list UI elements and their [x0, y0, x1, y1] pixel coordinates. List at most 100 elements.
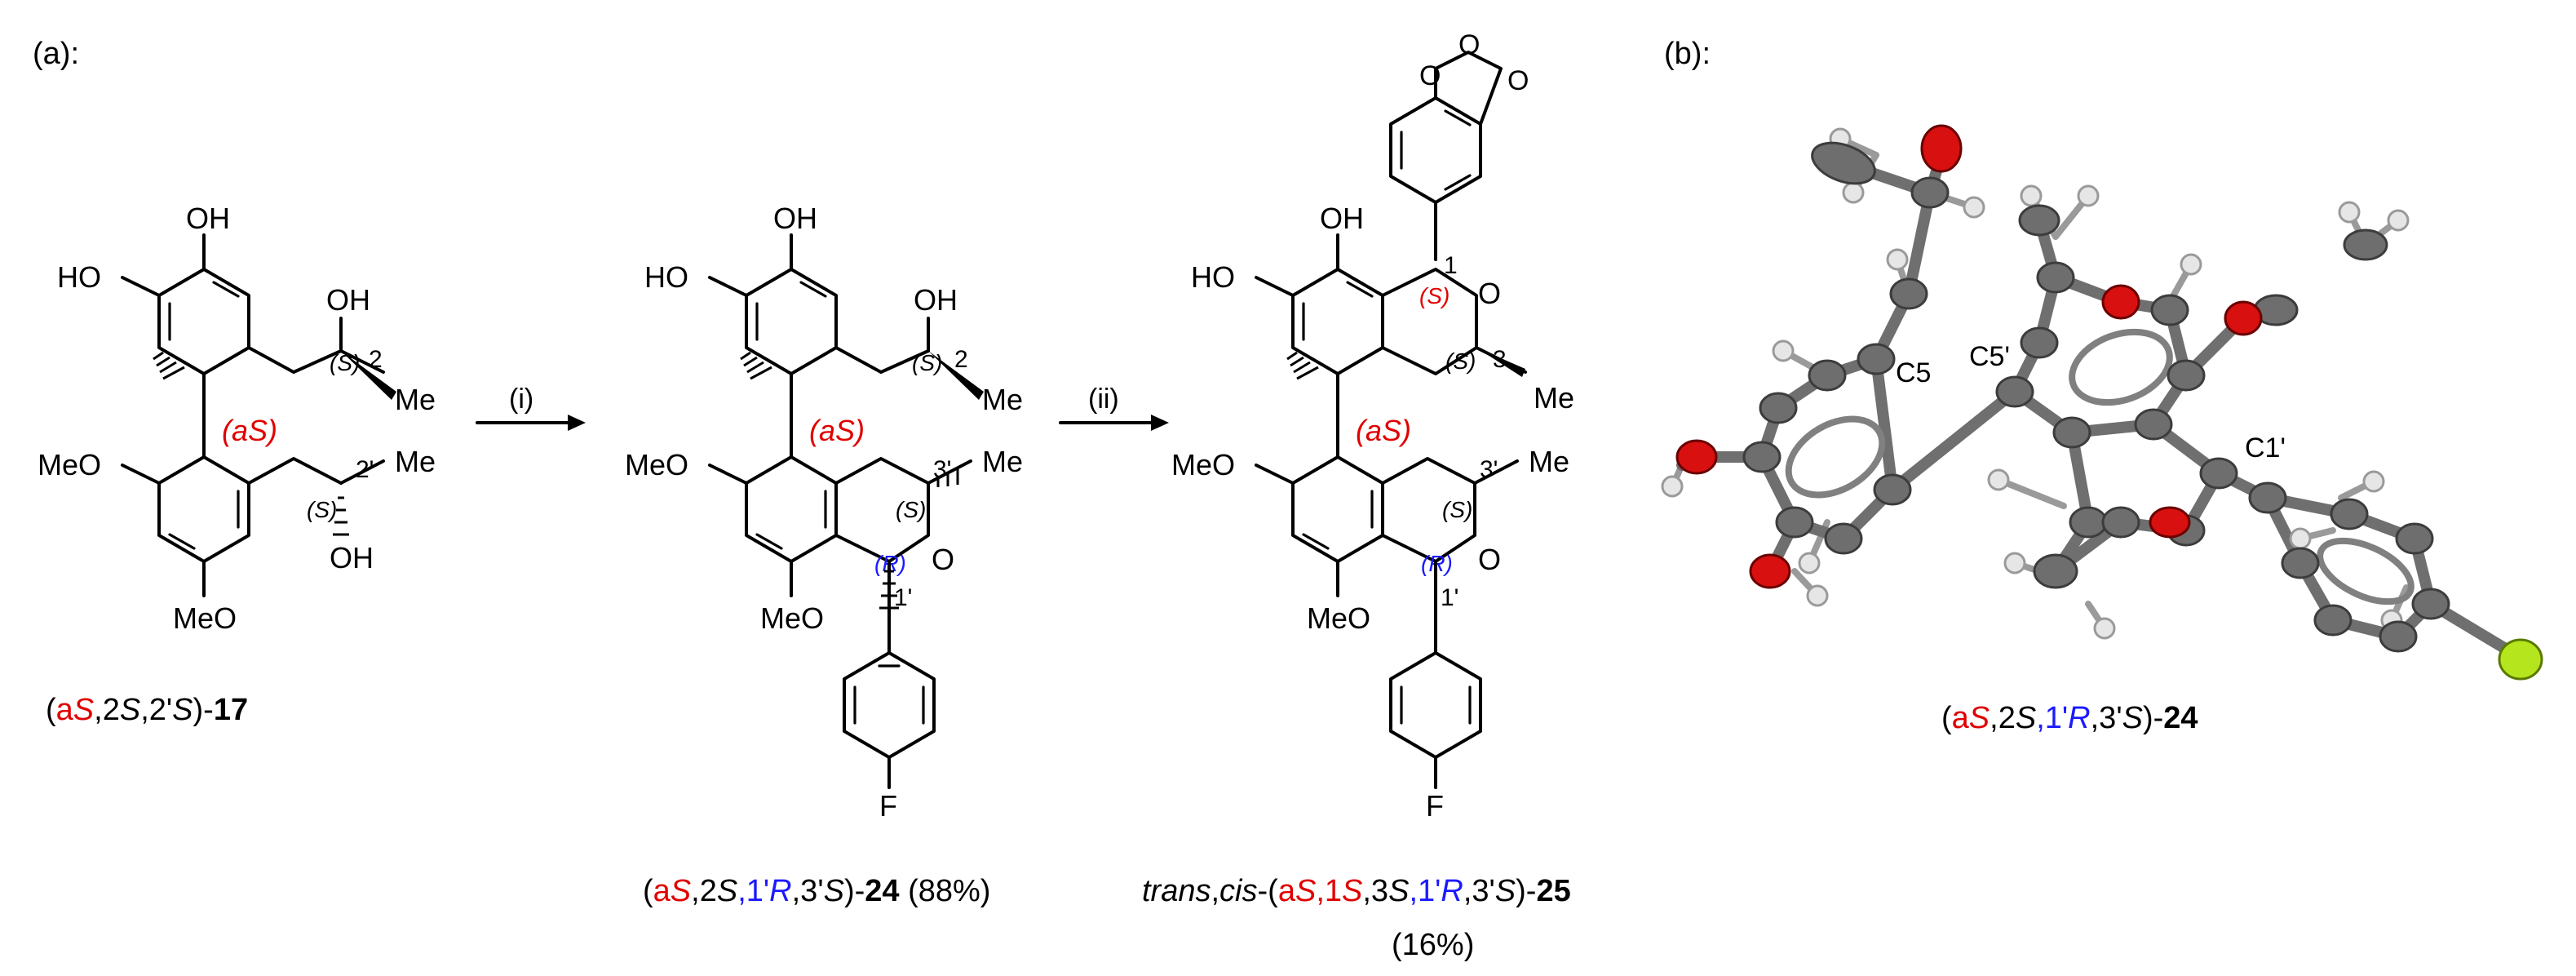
atom-meo: MeO	[760, 601, 824, 635]
label-part: ,2	[94, 693, 120, 727]
label-part: ,1'	[1409, 874, 1441, 908]
atom-meo: MeO	[1307, 601, 1370, 635]
label-part: S	[2122, 701, 2143, 735]
label-part: ,1'	[737, 874, 769, 908]
compound-24-structure: OH HO OH Me (S) 2 (aS) MeO MeO Me O (S) …	[625, 202, 1023, 823]
label-part: )-	[2143, 701, 2163, 735]
label-part: S	[1969, 701, 1990, 735]
stereo-s-label: (S)	[1442, 497, 1472, 522]
atom-me: Me	[395, 383, 436, 416]
label-part: ,2'	[140, 693, 172, 727]
label-part: S	[824, 874, 844, 908]
label-part: cis	[1219, 874, 1257, 908]
label-part: S	[73, 693, 94, 727]
atom-meo: MeO	[1171, 448, 1235, 481]
locant-1-prime: 1'	[1441, 584, 1458, 611]
atom-ho: HO	[644, 260, 688, 294]
compound-17-structure: OH HO OH Me (S) 2 (aS) MeO MeO Me OH (S)…	[38, 202, 436, 635]
atom-label-c5-prime: C5'	[1969, 341, 2010, 372]
atom-meo: MeO	[625, 448, 688, 481]
label-part: a	[56, 693, 74, 727]
label-part: -(	[1258, 874, 1279, 908]
atom-oh: OH	[1320, 202, 1364, 235]
stereo-s-label: (S)	[896, 497, 926, 522]
label-part: S	[717, 874, 737, 908]
crystal-structure-ortep	[1661, 124, 2543, 681]
locant-2: 2	[954, 346, 968, 373]
label-part: R	[769, 874, 791, 908]
locant-2-prime: 2'	[356, 456, 374, 483]
atom-label-c5: C5	[1896, 357, 1931, 388]
atom-o: O	[1458, 29, 1480, 60]
label-part: trans	[1142, 874, 1211, 908]
atom-meo: MeO	[38, 448, 101, 481]
label-part: (88%)	[900, 874, 991, 908]
atom-oh: OH	[326, 283, 370, 317]
label-part: S	[2016, 701, 2036, 735]
label-part: (	[643, 874, 653, 908]
locant-3: 3	[1493, 346, 1507, 373]
stereo-s-label: (S)	[307, 497, 337, 522]
locant-3-prime: 3'	[1480, 456, 1498, 483]
atom-oh: OH	[186, 202, 230, 235]
label-part: ,3'	[1463, 874, 1495, 908]
atom-o: O	[1478, 543, 1501, 576]
label-part: R	[2068, 701, 2090, 735]
atom-meo: MeO	[173, 601, 237, 635]
label-part: ,3'	[2091, 701, 2122, 735]
atom-me: Me	[1529, 445, 1569, 478]
label-part: ,2	[691, 874, 717, 908]
label-part: ,3'	[792, 874, 824, 908]
label-part: a	[653, 874, 671, 908]
label-part: R	[1441, 874, 1463, 908]
stereo-s-label: (S)	[330, 350, 360, 375]
label-part: )-	[1516, 874, 1536, 908]
label-part: S	[1342, 874, 1362, 908]
atom-ho: HO	[57, 260, 101, 294]
reagent-step-1: (i)	[509, 384, 533, 415]
axial-chirality-label: (aS)	[809, 414, 865, 447]
axial-chirality-label: (aS)	[1356, 414, 1411, 447]
stereo-s-label: (S)	[912, 350, 942, 375]
label-part: )-	[193, 693, 214, 727]
label-part: )-	[844, 874, 865, 908]
label-part: a	[1952, 701, 1970, 735]
atom-oh: OH	[914, 283, 958, 317]
atom-o: O	[1419, 60, 1441, 91]
label-part: S	[172, 693, 193, 727]
locant-1: 1	[1444, 252, 1458, 279]
label-part: ,3	[1362, 874, 1388, 908]
label-part: (	[46, 693, 56, 727]
label-part: 24	[2163, 701, 2198, 735]
compound-24-crystal-label: (aS,2S,1'R,3'S)-24	[1941, 701, 2198, 735]
label-part: ,1	[1316, 874, 1342, 908]
compound-25-label: trans,cis-(aS,1S,3S,1'R,3'S)-25	[1142, 874, 1571, 908]
compound-17-label: (aS,2S,2'S)-17	[46, 693, 248, 727]
atom-f: F	[1426, 789, 1444, 823]
label-part: S	[1295, 874, 1316, 908]
atom-me: Me	[982, 383, 1023, 416]
atom-me: Me	[982, 445, 1023, 478]
label-part: S	[1388, 874, 1409, 908]
label-part: ,1'	[2036, 701, 2068, 735]
atom-label-c1-prime: C1'	[2245, 433, 2286, 464]
locant-3-prime: 3'	[933, 456, 951, 483]
axial-chirality-label: (aS)	[222, 414, 277, 447]
reaction-arrow-1	[476, 415, 586, 431]
stereo-s-label: (S)	[1445, 348, 1476, 374]
stereo-s-label: (S)	[1419, 283, 1450, 308]
label-part: (	[1941, 701, 1952, 735]
label-part: S	[1495, 874, 1516, 908]
panel-a-label: (a):	[33, 37, 79, 71]
label-part: S	[120, 693, 140, 727]
label-part: ,	[1211, 874, 1219, 908]
reagent-step-2: (ii)	[1088, 384, 1119, 415]
atom-o: O	[1507, 65, 1529, 96]
compound-25-structure: O O O OH HO O Me (S) 1 (S) 3 (aS) MeO	[1171, 29, 1574, 823]
label-part: ,2	[1990, 701, 2016, 735]
atom-oh: OH	[330, 541, 374, 575]
locant-1-prime: 1'	[894, 584, 912, 611]
atom-o: O	[1478, 277, 1501, 310]
label-part: a	[1278, 874, 1296, 908]
label-part: S	[671, 874, 691, 908]
